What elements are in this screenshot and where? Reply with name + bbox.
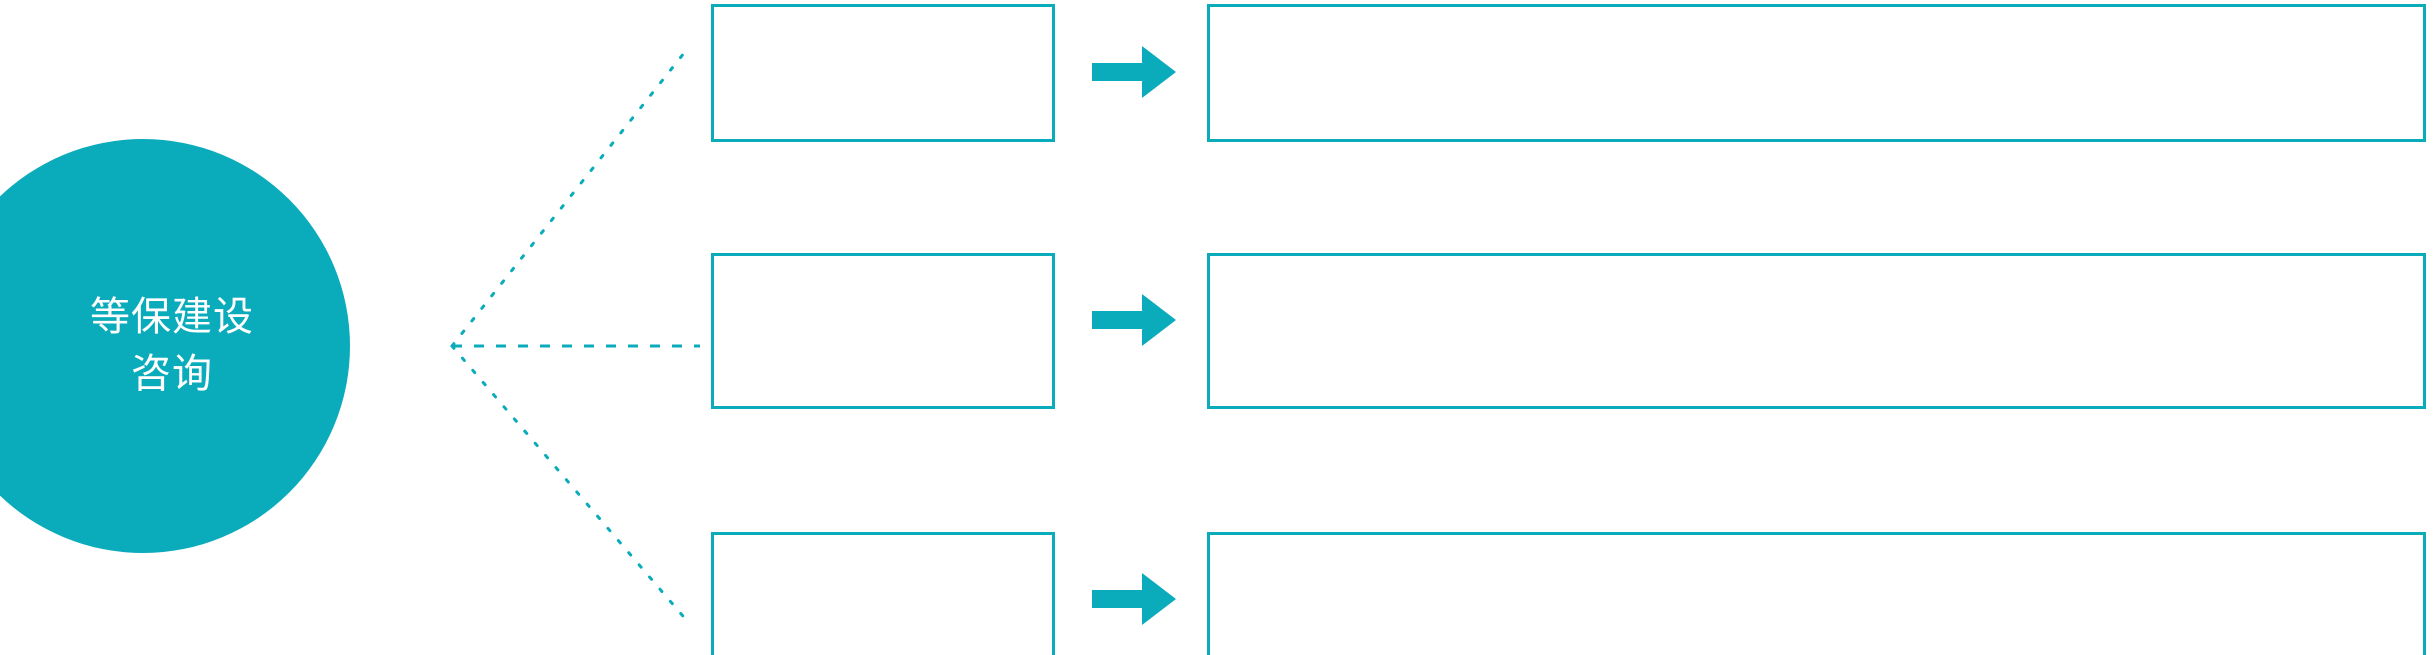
detail-box-2[interactable] <box>1207 253 2426 409</box>
connector-line-1 <box>450 46 690 348</box>
detail-box-3[interactable] <box>1207 532 2426 655</box>
detail-box-1[interactable] <box>1207 4 2426 142</box>
connector-line-3 <box>450 344 690 624</box>
stage-box-2[interactable] <box>711 253 1055 409</box>
stage-box-3[interactable] <box>711 532 1055 655</box>
stage-box-1[interactable] <box>711 4 1055 142</box>
hub-circle[interactable]: 等保建设 咨询 <box>0 139 350 553</box>
right-arrow-icon-1 <box>1092 46 1176 98</box>
right-arrow-icon-3 <box>1092 573 1176 625</box>
right-arrow-icon-2 <box>1092 294 1176 346</box>
hub-label: 等保建设 咨询 <box>90 295 254 396</box>
